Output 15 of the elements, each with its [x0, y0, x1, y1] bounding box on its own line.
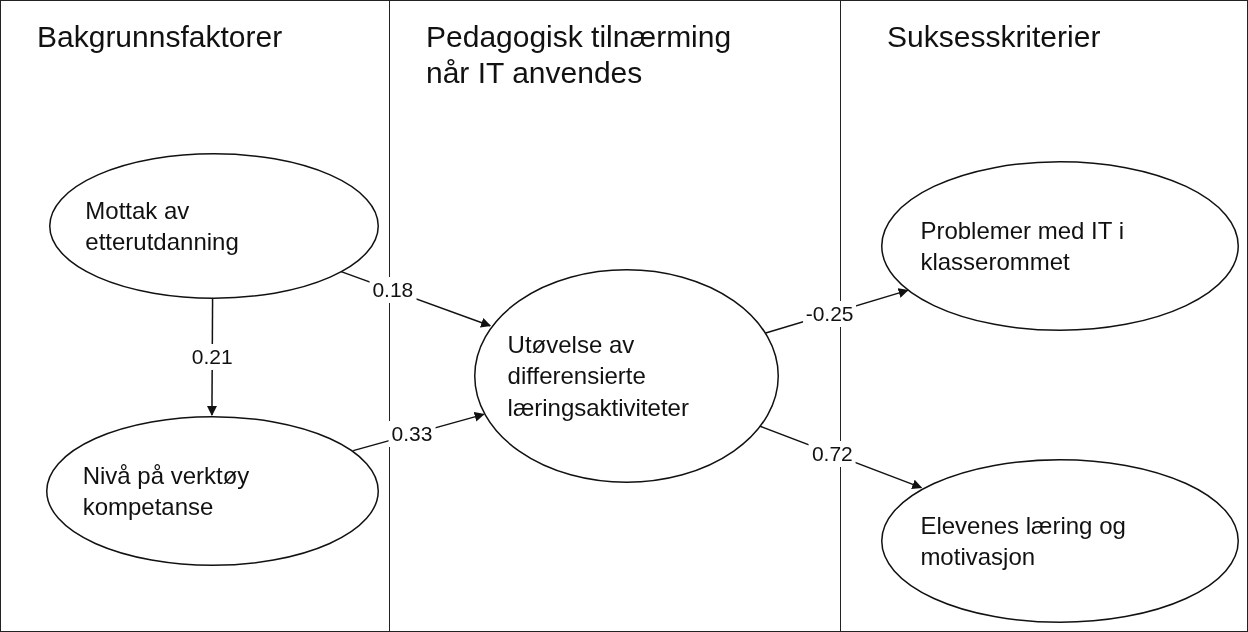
- ellipse-node: [46, 416, 379, 566]
- node-label: Nivå på verktøy kompetanse: [82, 460, 251, 522]
- edge-label: 0.33: [388, 421, 436, 448]
- node-label: Problemer med IT i klasserommet: [920, 215, 1125, 277]
- column-heading: Pedagogisk tilnærming når IT anvendes: [426, 19, 733, 91]
- column-heading: Bakgrunnsfaktorer: [37, 19, 284, 55]
- ellipse-node: [881, 459, 1239, 623]
- ellipse-node: [474, 269, 779, 483]
- node-label: Mottak av etterutdanning: [85, 195, 240, 257]
- edge-label: 0.72: [808, 440, 856, 467]
- ellipse-node: [881, 161, 1239, 331]
- edge-label: 0.18: [369, 277, 417, 304]
- node-label: Utøvelse av differensierte læringsaktiviteter: [507, 330, 690, 423]
- column-heading: Suksesskriterier: [887, 19, 1102, 55]
- node-label: Elevenes læring og motivasjon: [920, 510, 1127, 572]
